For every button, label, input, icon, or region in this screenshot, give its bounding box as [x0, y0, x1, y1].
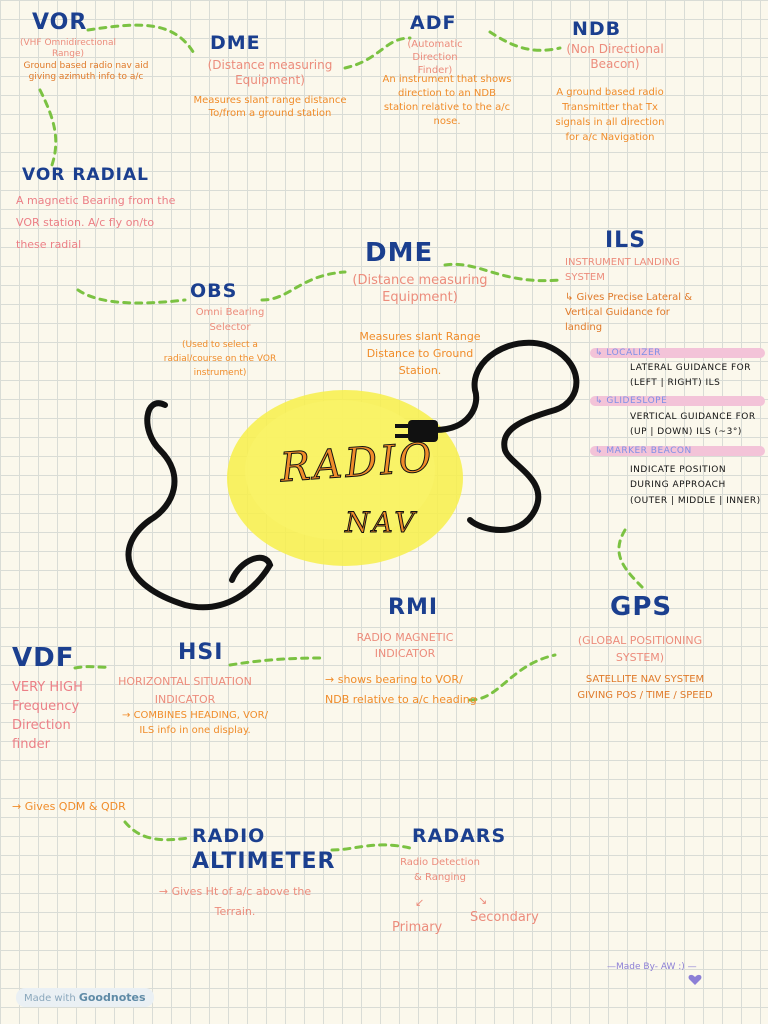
rmi-subtitle: RADIO MAGNETIC INDICATOR: [356, 631, 454, 660]
connector-vor-radial: [38, 88, 58, 167]
connector-vor-dme: [86, 23, 197, 57]
connector-vdf-hsi: [73, 665, 110, 670]
credit-text: —Made By- AW :) —: [607, 962, 697, 972]
dme-mid-title: DME: [365, 238, 434, 268]
dme-mid-desc: Measures slant Range Distance to Ground …: [359, 330, 481, 377]
gps-desc: SATELLITE NAV SYSTEM GIVING POS / TIME /…: [577, 674, 713, 701]
obs-desc: (Used to select a radial/course on the V…: [163, 340, 277, 378]
ils-title: ILS: [605, 228, 647, 253]
connector-vdf-radalt: [123, 820, 190, 842]
ils-localizer-text2: (LEFT | RIGHT) ILS: [630, 378, 721, 388]
ils-desc: ↳ Gives Precise Lateral & Vertical Guida…: [565, 292, 693, 333]
goodnotes-badge[interactable]: Made with Goodnotes: [16, 988, 154, 1007]
connector-dme-ils: [443, 262, 562, 283]
connector-radial-obs: [76, 288, 187, 305]
connector-hsi-rmi: [228, 656, 322, 667]
rmi-desc: → shows bearing to VOR/ NDB relative to …: [325, 673, 477, 706]
vor-title: VOR: [32, 10, 88, 35]
radio-alt-title1: RADIO: [192, 825, 266, 847]
ils-marker-text3: (OUTER | MIDDLE | INNER): [630, 496, 761, 506]
connector-radalt-radars: [330, 843, 412, 852]
connector-ils-gps: [617, 528, 647, 592]
vor-radial-title: VOR RADIAL: [22, 165, 149, 185]
radars-secondary: Secondary: [470, 910, 539, 925]
radars-primary: Primary: [392, 920, 443, 935]
ndb-desc: A ground based radio Transmitter that Tx…: [555, 87, 665, 143]
plug-icon: [395, 420, 438, 442]
ndb-title: NDB: [572, 18, 622, 40]
radars-arrow-left: ↙: [415, 896, 425, 909]
ils-marker-text1: INDICATE POSITION: [630, 465, 727, 475]
ils-marker-label: ↳ MARKER BEACON: [590, 446, 765, 456]
obs-subtitle: Omni Bearing Selector: [195, 307, 265, 333]
rmi-title: RMI: [388, 595, 439, 620]
obs-title: OBS: [190, 280, 238, 302]
ils-glideslope-text1: VERTICAL GUIDANCE FOR: [630, 412, 756, 422]
ils-subtitle: INSTRUMENT LANDING SYSTEM: [565, 257, 680, 283]
ils-localizer-text1: LATERAL GUIDANCE FOR: [630, 363, 752, 373]
dme-top-desc: Measures slant range distance To/from a …: [193, 95, 347, 119]
badge-brand: Goodnotes: [78, 991, 146, 1004]
dme-top-subtitle: (Distance measuring Equipment): [207, 58, 333, 87]
ils-glideslope-label: ↳ GLIDESLOPE: [590, 396, 765, 406]
vdf-title: VDF: [12, 643, 75, 673]
vdf-desc: VERY HIGH Frequency Direction finder: [12, 680, 83, 752]
connector-rmi-gps: [468, 653, 557, 702]
ndb-subtitle: (Non Directional Beacon): [566, 42, 664, 71]
vor-subtitle: (VHF Omnidirectional Range): [20, 38, 116, 59]
badge-prefix: Made with: [24, 993, 76, 1004]
radars-subtitle: Radio Detection & Ranging: [400, 857, 480, 883]
cable-right: [432, 339, 580, 533]
heart-icon: [688, 974, 702, 985]
dme-mid-subtitle: (Distance measuring Equipment): [352, 273, 488, 305]
center-title-line2: NAV: [345, 506, 418, 540]
ils-glideslope-text2: (UP | DOWN) ILS (~3°): [630, 427, 742, 437]
connector-obs-dme: [260, 270, 347, 302]
hsi-desc: → COMBINES HEADING, VOR/ ILS info in one…: [122, 710, 268, 736]
ils-marker-text2: DURING APPROACH: [630, 480, 726, 490]
vor-desc: Ground based radio nav aid giving azimut…: [23, 61, 149, 82]
ils-localizer-label: ↳ LOCALIZER: [590, 348, 765, 358]
vdf-note: → Gives QDM & QDR: [12, 800, 126, 813]
radars-arrow-right: ↘: [478, 894, 488, 907]
adf-title: ADF: [410, 12, 457, 34]
adf-desc: An instrument that shows direction to an…: [382, 74, 512, 127]
dme-top-title: DME: [210, 32, 261, 54]
hsi-subtitle: HORIZONTAL SITUATION INDICATOR: [118, 675, 252, 706]
connector-dme-adf: [343, 36, 412, 70]
vor-radial-desc: A magnetic Bearing from the VOR station.…: [16, 194, 176, 251]
hsi-title: HSI: [178, 640, 224, 665]
gps-subtitle: (GLOBAL POSITIONING SYSTEM): [577, 634, 703, 664]
radars-title: RADARS: [412, 825, 507, 847]
adf-subtitle: (Automatic Direction Finder): [407, 39, 463, 76]
gps-title: GPS: [610, 592, 673, 622]
squiggle-left: [125, 400, 274, 611]
connector-adf-ndb: [488, 30, 562, 52]
radio-alt-title2: ALTIMETER: [192, 849, 336, 874]
radio-alt-desc: → Gives Ht of a/c above the Terrain.: [158, 885, 312, 918]
